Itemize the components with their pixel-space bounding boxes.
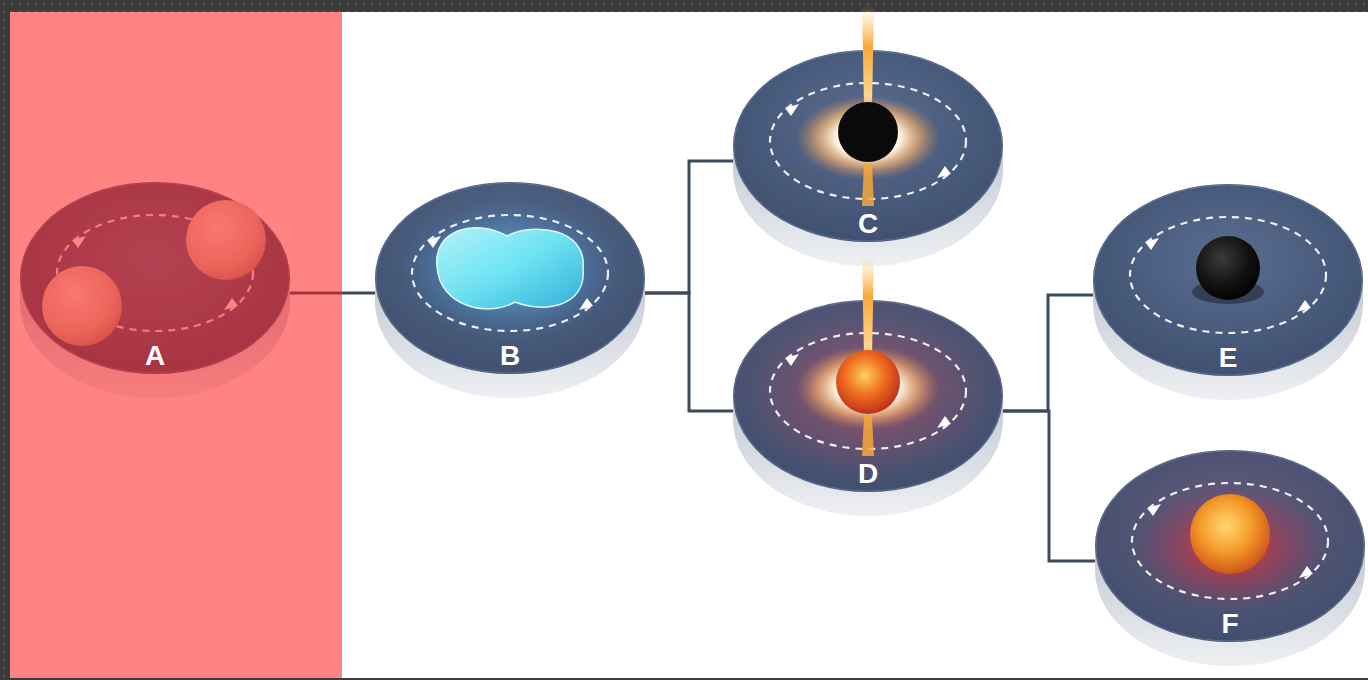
branch-connector (1003, 295, 1093, 411)
stage-letter: A (20, 340, 290, 372)
disc-node: E (1093, 180, 1363, 405)
disc-node: F (1095, 446, 1365, 671)
stage-letter: D (733, 458, 1003, 490)
branch-connector (1003, 411, 1095, 561)
disc-node: B (375, 178, 645, 403)
highlight-overlay (10, 12, 342, 678)
disc-node: D (733, 296, 1003, 521)
stage-letter: C (733, 208, 1003, 240)
stage-letter: E (1093, 342, 1363, 374)
stage-letter: B (375, 340, 645, 372)
branch-connector (645, 293, 733, 411)
branch-connector (645, 161, 733, 293)
disc-node: A (20, 178, 290, 403)
stage-letter: F (1095, 608, 1365, 640)
disc-node: C (733, 46, 1003, 271)
